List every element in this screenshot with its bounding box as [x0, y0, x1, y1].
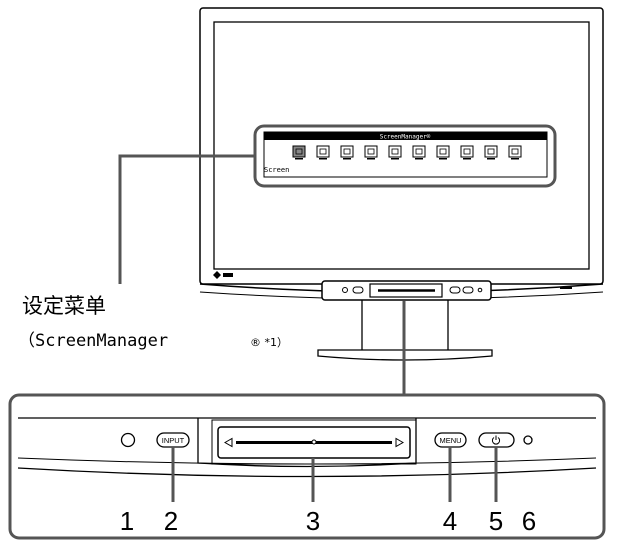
monitor-stand	[317, 300, 493, 361]
callout-2: 2	[164, 506, 178, 536]
slider-control[interactable]	[223, 437, 405, 448]
slider-right-arrow-icon	[395, 437, 405, 448]
power-indicator-6	[523, 435, 533, 445]
language-icon[interactable]	[484, 145, 498, 160]
power-button[interactable]	[478, 432, 515, 448]
others-icon[interactable]	[388, 145, 402, 160]
input-button-label: INPUT	[162, 436, 185, 445]
information-icon[interactable]	[460, 145, 474, 160]
color-icon[interactable]	[316, 145, 330, 160]
exit-icon[interactable]	[508, 145, 522, 160]
callout-3: 3	[306, 506, 320, 536]
power-icon	[491, 435, 501, 445]
sound-icon[interactable]	[340, 145, 354, 160]
osd-selected-label: Screen	[264, 166, 289, 174]
callout-1: 1	[120, 506, 134, 536]
pip-icon[interactable]	[364, 145, 378, 160]
callout-5: 5	[489, 506, 503, 536]
menu-button-label: MENU	[439, 436, 461, 445]
position-icon[interactable]	[412, 145, 426, 160]
menu-button[interactable]: MENU	[434, 432, 467, 448]
osd-window: ScreenManager® Screen	[263, 131, 548, 178]
callout-6: 6	[522, 506, 536, 536]
screen-icon[interactable]	[292, 145, 306, 160]
size-icon[interactable]	[436, 145, 450, 160]
brand-logo	[213, 271, 233, 279]
osd-icon-row	[292, 145, 522, 160]
caption-screenmanager: （ScreenManager	[18, 331, 168, 351]
caption-settings-menu: 设定菜单	[22, 294, 106, 318]
callout-4: 4	[443, 506, 457, 536]
caption-footnote-mark: ® *1）	[250, 336, 288, 349]
slider-left-arrow-icon	[223, 437, 233, 448]
sensor-1	[120, 432, 136, 448]
input-button[interactable]: INPUT	[156, 432, 190, 448]
leader-line-osd	[118, 154, 255, 284]
monitor-control-strip	[321, 280, 492, 301]
osd-title: ScreenManager®	[380, 134, 431, 141]
